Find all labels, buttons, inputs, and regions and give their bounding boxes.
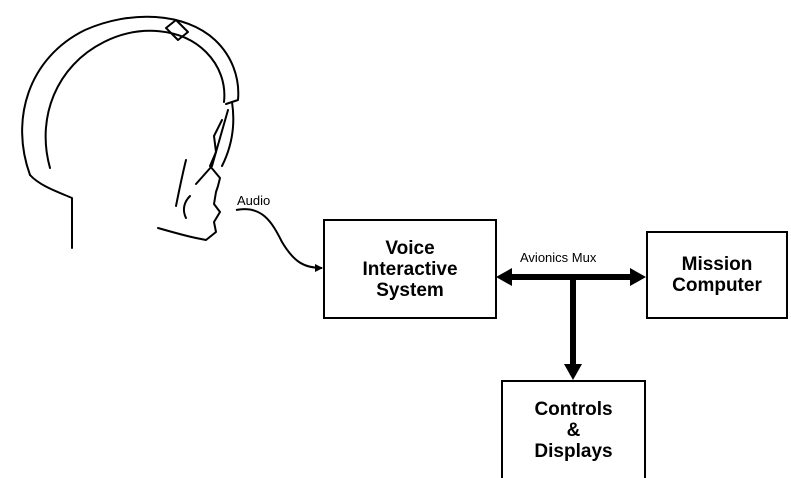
voice-box-line-3: System <box>376 280 444 301</box>
mission-box-line-1: Mission <box>682 254 753 275</box>
avionics-mux-label: Avionics Mux <box>520 250 596 265</box>
voice-box-line-1: Voice <box>385 238 434 259</box>
mission-box-line-2: Computer <box>672 275 762 296</box>
audio-label: Audio <box>237 193 270 208</box>
controls-box-line-3: Displays <box>534 441 612 462</box>
controls-box-line-2: & <box>567 420 581 441</box>
mission-computer-box: Mission Computer <box>646 231 788 319</box>
avionics-mux-bus <box>496 268 646 380</box>
voice-interactive-system-box: Voice Interactive System <box>323 219 497 319</box>
pilot-helmet-icon <box>22 17 238 248</box>
controls-displays-box: Controls & Displays <box>501 380 646 478</box>
voice-box-line-2: Interactive <box>362 259 457 280</box>
audio-wire <box>236 209 322 268</box>
controls-box-line-1: Controls <box>534 399 612 420</box>
